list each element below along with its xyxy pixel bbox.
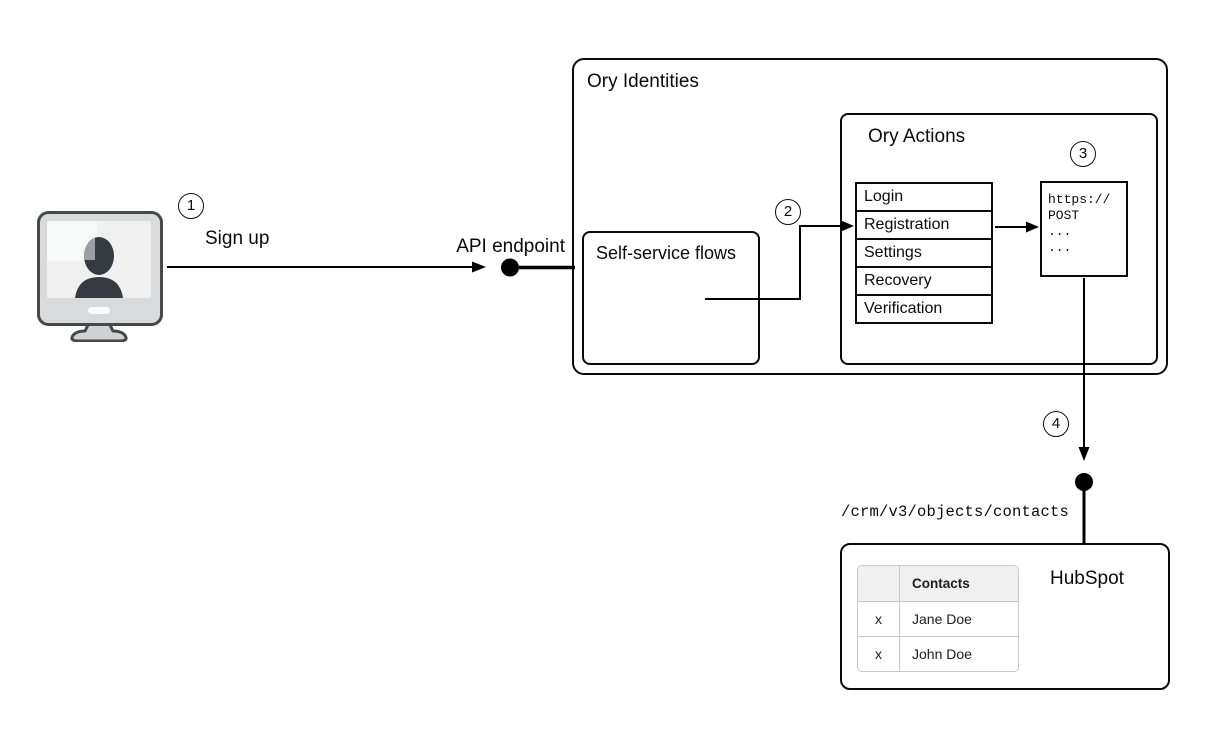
ory-identities-title: Ory Identities xyxy=(587,71,699,92)
down-arrowhead xyxy=(1078,447,1090,461)
api-endpoint-dot xyxy=(501,258,519,277)
contacts-table: Contacts x Jane Doe x John Doe xyxy=(857,565,1019,672)
step-badge-4: 4 xyxy=(1043,411,1069,437)
user-terminal-icon xyxy=(37,211,163,342)
contacts-table-header-contacts: Contacts xyxy=(912,576,970,591)
flow-type-list: Login Registration Settings Recovery Ver… xyxy=(855,182,993,324)
row-marker: x xyxy=(858,637,900,671)
hubspot-box: HubSpot Contacts x Jane Doe x John Doe xyxy=(840,543,1170,690)
sign-up-label: Sign up xyxy=(205,228,270,249)
contact-name: John Doe xyxy=(912,646,972,662)
ory-identities-box: Ory Identities xyxy=(572,58,1168,375)
webhook-line-ellipsis-2: ... xyxy=(1048,240,1072,255)
webhook-request-card: https:// POST ... ... xyxy=(1040,181,1128,277)
flow-item-settings: Settings xyxy=(857,240,991,268)
ory-actions-title: Ory Actions xyxy=(868,126,966,147)
flow-item-verification: Verification xyxy=(864,300,943,317)
flow-item-login: Login xyxy=(857,184,991,212)
step-badge-2: 2 xyxy=(775,199,801,225)
step-badge-1: 1 xyxy=(178,193,204,219)
hubspot-title: HubSpot xyxy=(1050,568,1124,589)
crm-endpoint-dot xyxy=(1075,473,1093,491)
crm-endpoint-path-label: /crm/v3/objects/contacts xyxy=(841,503,1070,521)
contacts-table-header-empty xyxy=(858,566,900,601)
webhook-line-url: https:// xyxy=(1048,192,1111,207)
signup-arrowhead xyxy=(472,261,486,273)
row-marker: x xyxy=(858,602,900,636)
webhook-line-method: POST xyxy=(1048,208,1080,223)
self-service-flows-title: Self-service flows xyxy=(596,243,737,263)
step-badge-3: 3 xyxy=(1070,141,1096,167)
ory-actions-box: Ory Actions xyxy=(840,113,1158,365)
flow-item-registration: Registration xyxy=(857,212,991,240)
contact-name: Jane Doe xyxy=(912,611,972,627)
self-service-flows-box: Self-service flows xyxy=(582,231,760,365)
webhook-line-ellipsis-1: ... xyxy=(1048,224,1072,239)
contacts-table-header-row: Contacts xyxy=(858,566,1018,601)
flow-item-recovery: Recovery xyxy=(857,268,991,296)
table-row: x Jane Doe xyxy=(858,601,1018,636)
api-endpoint-label: API endpoint xyxy=(456,236,565,257)
table-row: x John Doe xyxy=(858,636,1018,671)
